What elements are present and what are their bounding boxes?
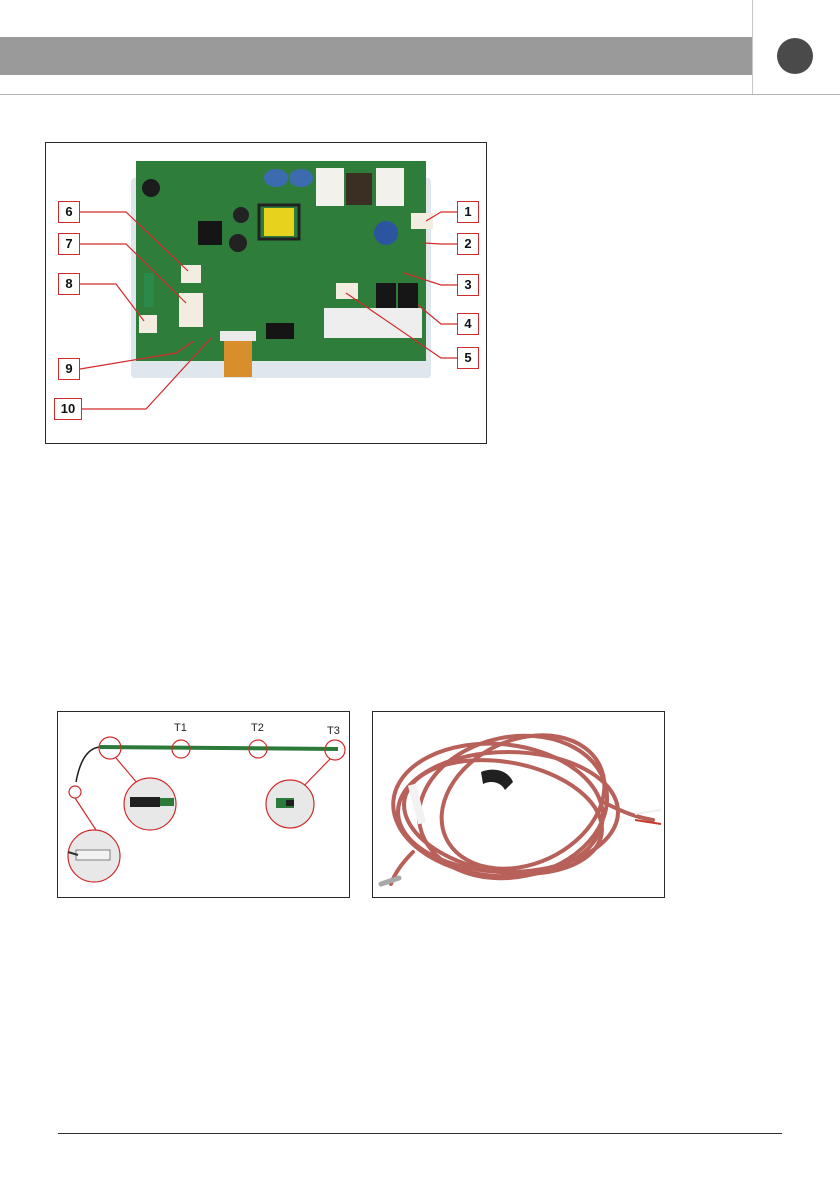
- sensor-label-t2: T2: [251, 722, 264, 734]
- footer-rule: [58, 1133, 782, 1134]
- sensor-bar-photo: [58, 712, 349, 897]
- control-board-figure: 1 2 3 4 5 6 7 8 9 10: [45, 142, 487, 444]
- callout-4: 4: [457, 313, 479, 335]
- probe-cable-figure: [372, 711, 665, 898]
- callout-2: 2: [457, 233, 479, 255]
- callout-7: 7: [58, 233, 80, 255]
- section-marker: [777, 38, 813, 74]
- callout-3: 3: [457, 274, 479, 296]
- control-board-photo: [46, 143, 486, 443]
- header-band: [0, 37, 752, 75]
- sensor-bar-figure: T1 T2 T3: [57, 711, 350, 898]
- callout-9: 9: [58, 358, 80, 380]
- callout-10: 10: [54, 398, 82, 420]
- header-divider: [752, 0, 753, 95]
- callout-6: 6: [58, 201, 80, 223]
- callout-5: 5: [457, 347, 479, 369]
- callout-1: 1: [457, 201, 479, 223]
- sensor-label-t3: T3: [327, 725, 340, 737]
- probe-cable-photo: [373, 712, 664, 897]
- sensor-label-t1: T1: [174, 722, 187, 734]
- header-rule: [0, 94, 840, 95]
- callout-8: 8: [58, 273, 80, 295]
